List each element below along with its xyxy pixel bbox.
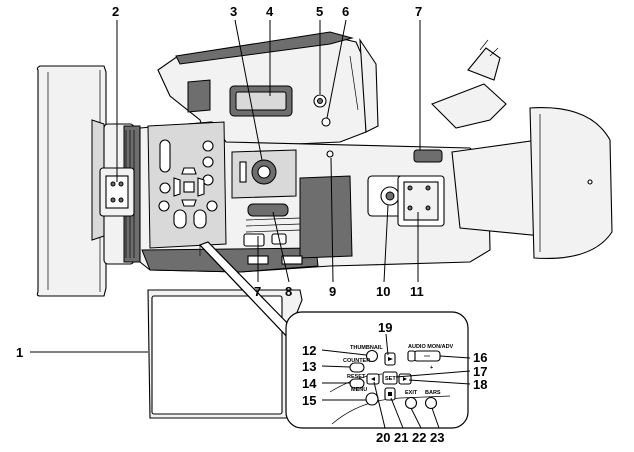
callout-19: 19 [378, 320, 392, 335]
counter-label: COUNTER [343, 358, 370, 364]
viewfinder [431, 39, 613, 260]
callout-20: 20 [376, 430, 390, 445]
thumbnail-label: THUMBNAIL [350, 345, 383, 351]
callout-10: 10 [376, 284, 390, 299]
callout-4: 4 [266, 4, 274, 19]
callout-2: 2 [112, 4, 119, 19]
callout-21: 21 [394, 430, 408, 445]
callout-7-bottom: 7 [254, 284, 261, 299]
thumbnail-button: THUMBNAIL [350, 345, 383, 363]
callout-8: 8 [285, 284, 292, 299]
bars-button: BARS [424, 390, 441, 410]
exit-label: EXIT [405, 390, 418, 396]
callout-14: 14 [302, 376, 317, 391]
callout-16: 16 [473, 350, 487, 365]
left-accessory-shoe [99, 167, 135, 217]
callout-17: 17 [473, 364, 487, 379]
button-panel-inset: THUMBNAIL COUNTER RESET MENU AUDIO MON/A… [285, 311, 469, 429]
plus-label: + [430, 365, 433, 371]
callout-7-top: 7 [415, 4, 422, 19]
menu-label: MENU [351, 387, 367, 393]
callout-1: 1 [16, 345, 23, 360]
counter-button: COUNTER [343, 358, 370, 373]
callout-12: 12 [302, 343, 316, 358]
audio-mon-adv-label: AUDIO MON/ADV [408, 344, 454, 350]
top-handle [157, 31, 379, 149]
callout-6: 6 [342, 4, 349, 19]
callout-22: 22 [412, 430, 426, 445]
lcd-monitor [147, 289, 303, 419]
callout-5: 5 [316, 4, 323, 19]
leader-lines [30, 19, 471, 429]
menu-button: MENU [351, 387, 379, 406]
callout-15: 15 [302, 393, 316, 408]
transport-buttons: SET [366, 352, 412, 401]
reset-label: RESET [347, 374, 366, 380]
bars-label: BARS [425, 390, 441, 396]
camera-body [139, 121, 491, 273]
lens-hood [36, 65, 107, 297]
right-side-parts [367, 149, 445, 227]
callout-18: 18 [473, 377, 487, 392]
callout-13: 13 [302, 359, 316, 374]
set-label: SET [385, 376, 396, 382]
callout-3: 3 [230, 4, 237, 19]
side-control-panel [147, 121, 227, 249]
callout-11: 11 [410, 284, 424, 299]
callout-numbers: 1 2 3 4 5 6 7 7 8 9 10 11 12 13 14 15 16… [16, 4, 487, 445]
callout-23: 23 [430, 430, 444, 445]
callout-9: 9 [329, 284, 336, 299]
